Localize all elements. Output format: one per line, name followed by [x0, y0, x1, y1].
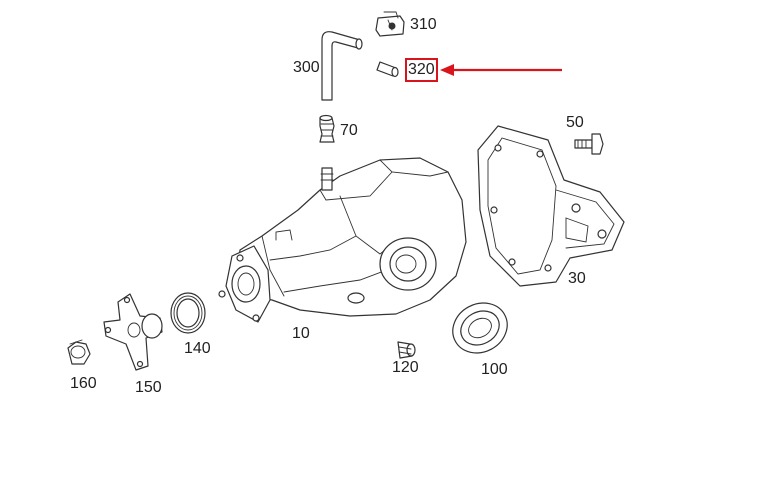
part-160-nut — [67, 339, 91, 365]
part-30-cover — [477, 125, 625, 287]
label-300: 300 — [293, 59, 320, 76]
part-70-breather — [319, 114, 335, 143]
label-310: 310 — [410, 16, 437, 33]
label-30: 30 — [568, 270, 586, 287]
part-150-flange — [103, 293, 163, 371]
label-50: 50 — [566, 114, 584, 131]
part-50-bolt — [574, 133, 604, 155]
label-320-highlight-box — [405, 58, 438, 82]
part-310-clip — [375, 11, 405, 37]
label-160: 160 — [70, 375, 97, 392]
label-120: 120 — [392, 359, 419, 376]
part-320-plug — [376, 61, 399, 78]
label-150: 150 — [135, 379, 162, 396]
part-300-hose — [321, 31, 363, 101]
label-10: 10 — [292, 325, 310, 342]
label-140: 140 — [184, 340, 211, 357]
part-140-seal — [170, 292, 206, 334]
label-100: 100 — [481, 361, 508, 378]
part-120-plug — [397, 341, 416, 359]
part-100-seal — [452, 302, 508, 354]
highlight-arrow — [440, 64, 562, 76]
part-10-housing — [218, 157, 467, 323]
label-70: 70 — [340, 122, 358, 139]
label-320: 320 — [408, 61, 435, 78]
